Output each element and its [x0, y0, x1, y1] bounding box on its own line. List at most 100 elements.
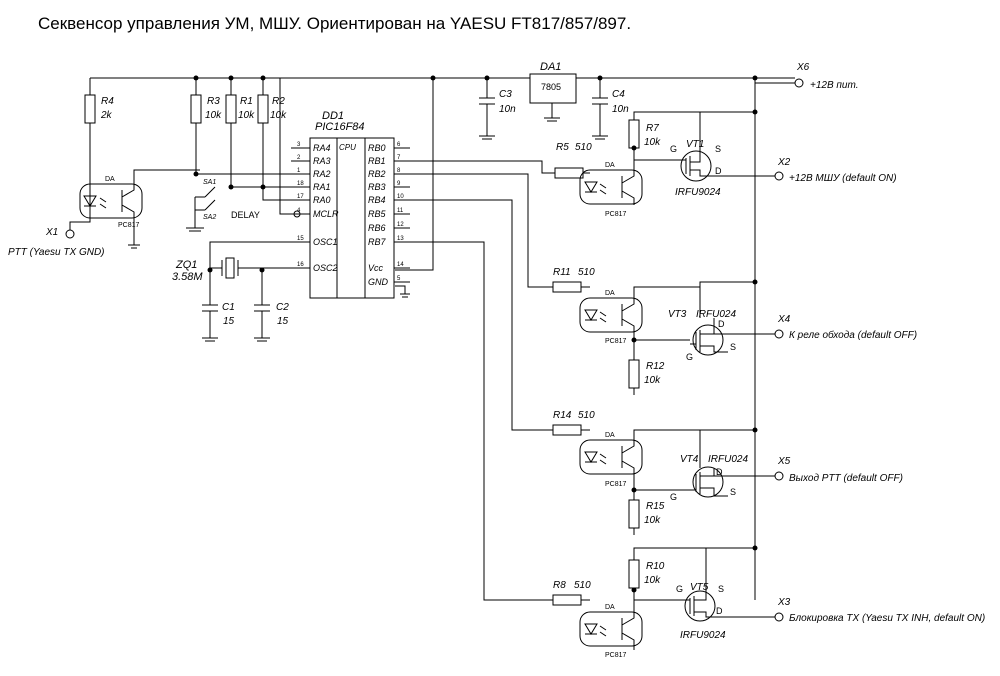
svg-text:R4: R4: [101, 96, 114, 107]
c4-ref: C4: [612, 89, 625, 100]
svg-text:3.58M: 3.58M: [172, 271, 203, 283]
pin-name: RB4: [368, 195, 386, 205]
svg-text:D: D: [718, 319, 725, 329]
power-rails: [89, 77, 795, 600]
pin-number: 13: [397, 236, 404, 242]
junction-dots: [193, 75, 758, 593]
pin-name: RB6: [368, 223, 386, 233]
crystal-zq1: ZQ1 3.58M: [172, 241, 291, 305]
regulator-ref: DA1: [540, 61, 561, 73]
pin-name: RA4: [313, 143, 331, 153]
c3-ref: C3: [499, 89, 512, 100]
svg-text:IRFU9024: IRFU9024: [680, 630, 726, 641]
capacitor-c1: C1 15: [202, 302, 235, 342]
svg-text:SA2: SA2: [203, 214, 216, 221]
pin-name: RB0: [368, 143, 386, 153]
mcu-pin-rb6: 12 RB6: [368, 222, 410, 233]
pin-name: RA3: [313, 156, 331, 166]
pin-name: OSC2: [313, 263, 338, 273]
svg-text:ZQ1: ZQ1: [175, 259, 197, 271]
pin-number: 17: [297, 194, 304, 200]
svg-text:R2: R2: [272, 96, 285, 107]
svg-text:R11: R11: [553, 267, 571, 278]
capacitor-c2: C2 15: [254, 302, 289, 342]
svg-text:G: G: [670, 492, 677, 502]
pin-number: 8: [397, 168, 401, 174]
schematic-title: Секвенсор управления УМ, МШУ. Ориентиров…: [38, 14, 632, 33]
svg-text:PTT (Yaesu TX GND): PTT (Yaesu TX GND): [8, 247, 105, 258]
svg-text:R8: R8: [553, 580, 566, 591]
svg-text:10k: 10k: [644, 515, 661, 526]
svg-text:+12В пит.: +12В пит.: [810, 80, 858, 91]
svg-text:X1: X1: [45, 227, 58, 238]
svg-text:D: D: [716, 606, 723, 616]
pin-number: 12: [397, 222, 404, 228]
svg-text:DA: DA: [605, 290, 615, 297]
channel-vt3: R11 510 DA PC817 R12 10k G D S VT3 IRFU0…: [552, 267, 917, 395]
svg-text:VT1: VT1: [686, 139, 704, 150]
pin-number: 7: [397, 155, 401, 161]
svg-text:R1: R1: [240, 96, 253, 107]
svg-text:PC817: PC817: [605, 652, 627, 659]
pin-number: 11: [397, 208, 404, 214]
svg-text:DA: DA: [105, 176, 115, 183]
svg-text:IRFU024: IRFU024: [708, 454, 748, 465]
svg-text:VT4: VT4: [680, 454, 699, 465]
svg-text:D: D: [715, 166, 722, 176]
switch-sa1-sa2[interactable]: SA1 SA2 DELAY: [186, 179, 260, 232]
regulator-da1: DA1 7805: [529, 61, 577, 104]
svg-text:DD1: DD1: [322, 110, 344, 122]
pin-name: RA1: [313, 182, 331, 192]
svg-text:G: G: [686, 352, 693, 362]
output-traces: [395, 160, 555, 601]
svg-text:DELAY: DELAY: [231, 210, 260, 220]
svg-text:10k: 10k: [205, 110, 222, 121]
pin-number: 10: [397, 194, 404, 200]
svg-text:X4: X4: [777, 314, 791, 325]
svg-text:IRFU024: IRFU024: [696, 309, 736, 320]
svg-text:X6: X6: [796, 62, 810, 73]
svg-text:Выход PTT (default OFF): Выход PTT (default OFF): [789, 473, 903, 484]
svg-text:15: 15: [277, 316, 289, 327]
svg-text:S: S: [730, 487, 736, 497]
capacitor-c3: C3 10n: [479, 89, 516, 115]
svg-text:R3: R3: [207, 96, 220, 107]
resistor-r4: R4 2k: [84, 94, 114, 185]
svg-text:2k: 2k: [100, 110, 113, 121]
svg-text:+12В МШУ (default ON): +12В МШУ (default ON): [789, 173, 897, 184]
svg-text:X2: X2: [777, 157, 791, 168]
regulator-part: 7805: [541, 82, 561, 92]
svg-text:10k: 10k: [270, 110, 287, 121]
svg-text:CPU: CPU: [339, 143, 356, 152]
pin-number: 16: [297, 262, 304, 268]
svg-text:S: S: [715, 144, 721, 154]
svg-text:PC817: PC817: [118, 222, 140, 229]
svg-text:DA: DA: [605, 162, 615, 169]
svg-text:510: 510: [578, 267, 595, 278]
pin-name: OSC1: [313, 237, 338, 247]
resistor-r3: R3 10k: [190, 94, 291, 175]
pin-number: 14: [397, 262, 404, 268]
svg-text:10k: 10k: [644, 575, 661, 586]
svg-text:PC817: PC817: [605, 338, 627, 345]
svg-text:10k: 10k: [644, 375, 661, 386]
pin-number: 1: [297, 168, 301, 174]
svg-text:510: 510: [574, 580, 591, 591]
svg-text:S: S: [718, 584, 724, 594]
pin-name: RA0: [313, 195, 331, 205]
svg-text:R10: R10: [646, 561, 665, 572]
svg-text:DA: DA: [605, 432, 615, 439]
c3-value: 10n: [499, 104, 516, 115]
pin-name: RB3: [368, 182, 386, 192]
svg-text:D: D: [716, 467, 723, 477]
svg-text:VT5: VT5: [690, 582, 709, 593]
svg-text:G: G: [676, 584, 683, 594]
